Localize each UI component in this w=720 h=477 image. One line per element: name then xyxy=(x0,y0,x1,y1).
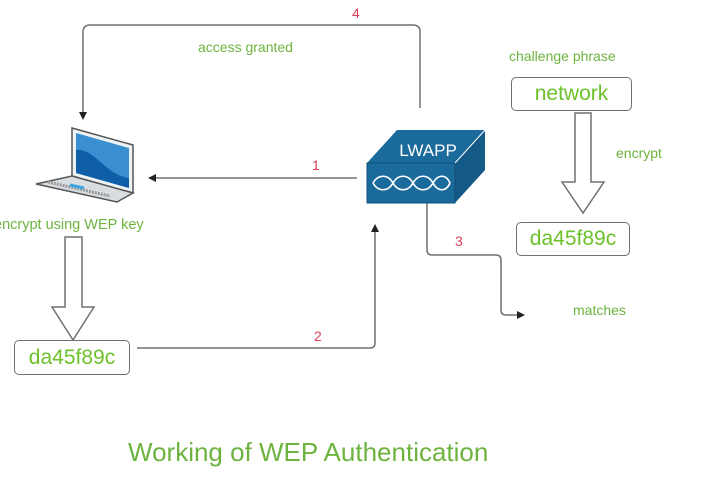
encrypt-arrow-left xyxy=(50,236,96,342)
challenge-phrase-label: challenge phrase xyxy=(509,48,616,64)
step-2-number: 2 xyxy=(314,328,322,344)
step-3-number: 3 xyxy=(455,233,463,249)
laptop-icon xyxy=(35,127,135,203)
encrypt-arrow-right xyxy=(560,112,606,215)
diagram-title: Working of WEP Authentication xyxy=(128,437,489,467)
step-1-number: 1 xyxy=(312,157,320,173)
step-4-number: 4 xyxy=(352,5,360,21)
encrypt-label: encrypt xyxy=(616,145,662,161)
challenge-phrase-box: network xyxy=(511,77,632,111)
client-encrypt-label: encrypt using WEP key xyxy=(0,217,144,233)
connector-step-4 xyxy=(79,24,421,120)
connector-step-3 xyxy=(426,203,525,319)
ap-encrypted-box: da45f89c xyxy=(516,222,630,256)
matches-label: matches xyxy=(573,302,626,318)
connector-step-2 xyxy=(137,224,379,349)
client-encrypted-box: da45f89c xyxy=(14,340,130,375)
access-granted-label: access granted xyxy=(198,39,293,55)
access-point-icon: LWAPP xyxy=(366,129,486,204)
access-point-label: LWAPP xyxy=(399,141,457,160)
